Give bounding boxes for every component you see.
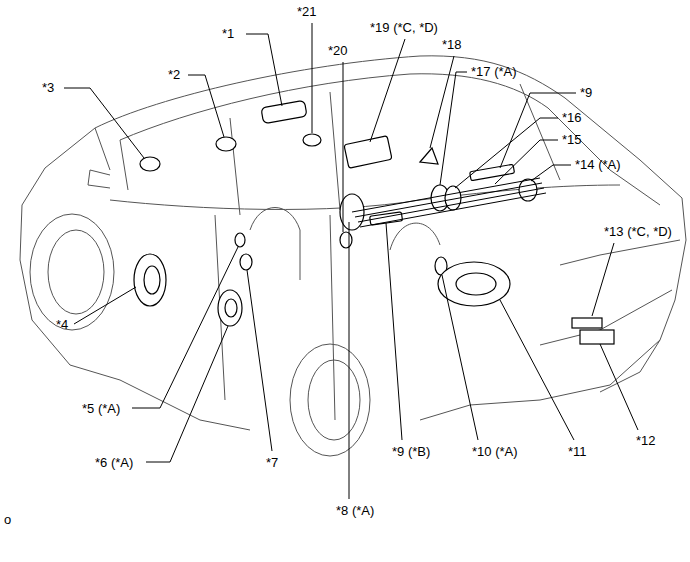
shelf-line	[355, 183, 542, 217]
amplifier-lower	[580, 330, 614, 344]
parcel-shelf	[352, 178, 546, 227]
rear-window	[565, 98, 686, 240]
tweeter	[240, 254, 252, 270]
amplifier	[572, 318, 602, 328]
leader-line	[455, 118, 558, 188]
rear-door-tweeter	[340, 232, 352, 248]
antenna	[420, 148, 438, 164]
front-pillar	[95, 128, 128, 190]
leader-line	[349, 222, 350, 499]
callout-number: *12	[636, 433, 656, 449]
callout-number: *14 (*A)	[575, 157, 621, 173]
callout-number: *4	[56, 317, 68, 333]
callout-number: *21	[297, 4, 317, 20]
front-pillar-speaker	[140, 157, 160, 171]
leader-line	[600, 344, 638, 430]
leader-line	[188, 75, 224, 137]
tweeter	[235, 233, 245, 247]
rear-end	[470, 240, 686, 405]
callout-number: *20	[328, 43, 348, 59]
roof-inner-line	[120, 74, 548, 140]
car-body	[20, 56, 686, 430]
callout-number: *9	[580, 85, 592, 101]
mirror	[88, 170, 110, 188]
leader-line	[132, 247, 238, 408]
trunk-lid	[548, 108, 660, 205]
callout-number: *6 (*A)	[95, 455, 133, 471]
callout-number: *17 (*A)	[471, 64, 517, 80]
leader-line	[386, 223, 402, 440]
leader-lines	[64, 23, 638, 499]
front-wheel-rim	[48, 230, 104, 314]
roof-module	[344, 136, 392, 169]
overhead-unit	[261, 100, 307, 123]
leader-line	[247, 270, 272, 451]
callout-number: *16	[562, 110, 582, 126]
callout-number: *5 (*A)	[82, 401, 120, 417]
callout-number: *19 (*C, *D)	[370, 20, 438, 36]
roof-speaker	[303, 134, 321, 146]
leader-line	[343, 62, 344, 232]
tail-lamp	[560, 240, 680, 265]
callout-number: *10 (*A)	[472, 444, 518, 460]
lower-body	[120, 380, 470, 430]
door-speaker-cone	[225, 299, 237, 317]
rear-wheel	[290, 344, 370, 456]
leader-line	[430, 56, 454, 148]
front-door-speaker	[134, 254, 166, 306]
leader-line	[312, 23, 313, 133]
leader-line	[74, 287, 136, 324]
leader-line	[531, 165, 571, 181]
callout-number: *7	[266, 455, 278, 471]
door-line	[215, 215, 335, 420]
leader-line	[64, 88, 144, 158]
callout-number: *18	[442, 37, 462, 53]
leader-line	[246, 34, 282, 106]
leader-line	[442, 275, 478, 440]
front-end	[20, 128, 120, 380]
leader-line	[495, 140, 558, 184]
leader-line	[146, 326, 228, 462]
shelf-line	[358, 188, 544, 222]
leader-line	[370, 39, 405, 142]
callout-number: *8 (*A)	[336, 503, 374, 519]
callout-number: *1	[222, 26, 234, 42]
callout-number: *9 (*B)	[392, 444, 430, 460]
speakers	[134, 100, 614, 344]
callout-number: *3	[42, 80, 54, 96]
callout-number: *15	[562, 132, 582, 148]
center-roof-speaker	[216, 137, 236, 151]
wheels	[30, 214, 370, 456]
shelf-line	[360, 193, 546, 227]
front-door-speaker-cone	[144, 266, 160, 294]
bumper	[540, 290, 672, 392]
b-pillar	[230, 118, 240, 215]
leader-line	[592, 243, 614, 316]
callout-number: *13 (*C, *D)	[604, 224, 672, 240]
woofer	[438, 262, 510, 306]
rear-wheel-rim	[308, 360, 360, 440]
callout-number: o	[4, 512, 11, 528]
shelf-line	[352, 178, 540, 212]
leader-line	[500, 300, 574, 440]
rear-pillar	[520, 84, 560, 180]
callout-number: *11	[568, 444, 587, 460]
front-wheel	[30, 214, 114, 330]
belt-line	[110, 185, 620, 209]
door-speaker	[218, 290, 242, 326]
leader-line	[440, 72, 467, 185]
c-pillar	[330, 92, 340, 210]
callout-number: *2	[168, 67, 180, 83]
leader-line	[500, 93, 576, 168]
roof-line	[95, 56, 565, 128]
shelf-bar	[470, 164, 515, 181]
woofer-cone	[456, 273, 496, 295]
